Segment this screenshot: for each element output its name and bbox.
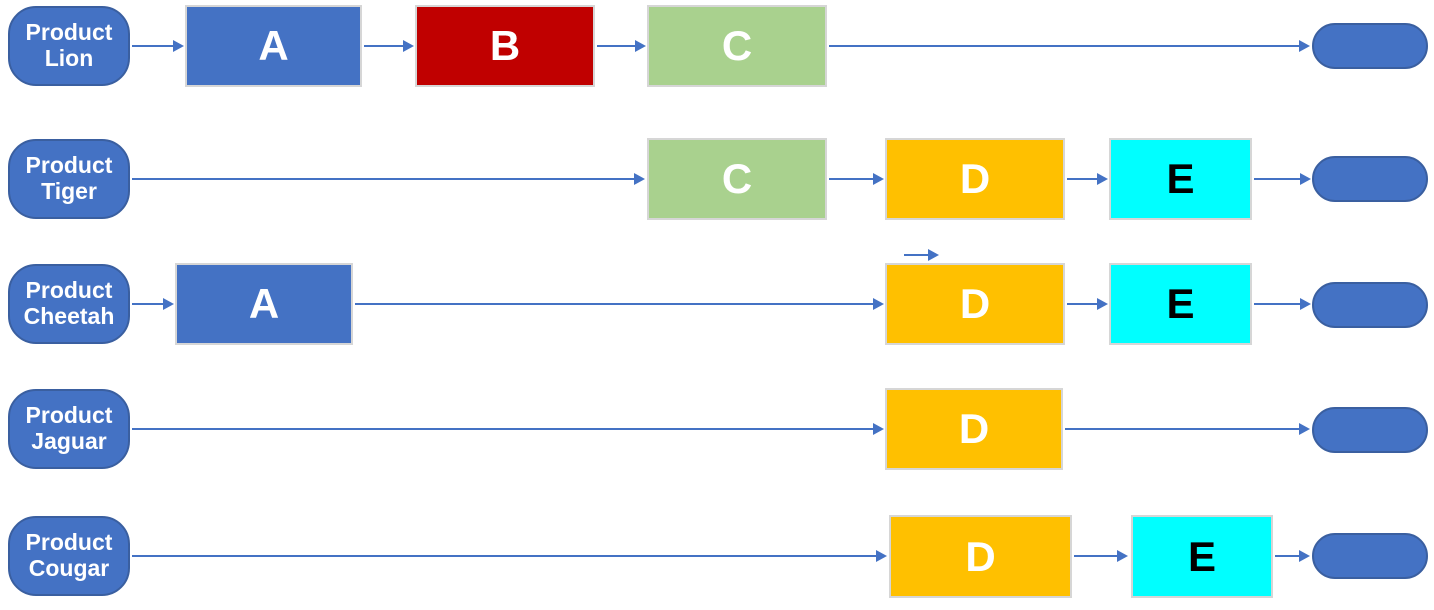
stage-letter: D	[959, 155, 991, 202]
product-label-pill: Product Cougar	[8, 516, 130, 596]
product-label-line1: Product	[25, 19, 113, 46]
stage-box-e: E	[1109, 263, 1252, 345]
stage-letter: E	[1187, 532, 1216, 580]
stage-box-b: B	[415, 5, 595, 87]
stage-box-d: D	[885, 138, 1065, 220]
stage-letter: B	[489, 22, 521, 69]
flow-arrow	[1067, 173, 1108, 185]
stage-box-e: E	[1109, 138, 1252, 220]
flow-arrow	[1275, 550, 1310, 562]
product-label-line1: Product	[25, 277, 113, 304]
flow-arrow	[829, 173, 884, 185]
stage-letter: D	[959, 280, 991, 327]
stage-letter: A	[258, 22, 289, 69]
stage-box-e: E	[1131, 515, 1273, 598]
flow-arrow	[364, 40, 414, 52]
product-label-line2: Jaguar	[31, 428, 107, 454]
stage-letter: D	[965, 532, 996, 580]
flow-arrow	[1065, 423, 1310, 435]
terminal-node	[1312, 533, 1428, 579]
terminal-node	[1312, 156, 1428, 202]
terminal-node	[1312, 407, 1428, 453]
product-label-line1: Product	[25, 152, 113, 179]
stage-box-c: C	[647, 5, 827, 87]
product-label-pill: Product Tiger	[8, 139, 130, 219]
flow-arrow	[1254, 298, 1311, 310]
flow-arrow	[355, 298, 884, 310]
product-label-line1: Product	[25, 402, 113, 429]
stage-box-d: D	[885, 263, 1065, 345]
flow-arrow	[1067, 298, 1108, 310]
stage-letter: A	[248, 280, 280, 327]
product-label-line2: Cougar	[28, 555, 110, 581]
flow-arrow	[132, 173, 645, 185]
stage-box-d: D	[889, 515, 1072, 598]
product-label-pill: Product Cheetah	[8, 264, 130, 344]
flow-arrow	[132, 550, 887, 562]
stage-letter: C	[721, 155, 753, 202]
flow-arrow	[132, 298, 174, 310]
flow-arrow	[132, 423, 884, 435]
stage-box-d: D	[885, 388, 1063, 470]
stage-box-a: A	[175, 263, 353, 345]
product-label-line1: Product	[25, 529, 113, 556]
product-label-line2: Tiger	[41, 178, 97, 204]
small-arrow-icon	[904, 249, 939, 261]
terminal-node	[1312, 282, 1428, 328]
stage-letter: D	[958, 405, 990, 452]
stage-box-a: A	[185, 5, 362, 87]
product-label-pill: Product Lion	[8, 6, 130, 86]
flow-arrow	[1254, 173, 1311, 185]
product-label-line2: Lion	[44, 45, 94, 71]
flow-arrow	[1074, 550, 1128, 562]
stage-letter: E	[1166, 280, 1195, 327]
terminal-node	[1312, 23, 1428, 69]
product-label-line2: Cheetah	[23, 303, 115, 329]
flow-arrow	[597, 40, 646, 52]
product-label-pill: Product Jaguar	[8, 389, 130, 469]
flow-arrow	[829, 40, 1310, 52]
stage-letter: C	[721, 22, 753, 69]
flow-arrow	[132, 40, 184, 52]
stage-box-c: C	[647, 138, 827, 220]
stage-letter: E	[1166, 155, 1195, 202]
